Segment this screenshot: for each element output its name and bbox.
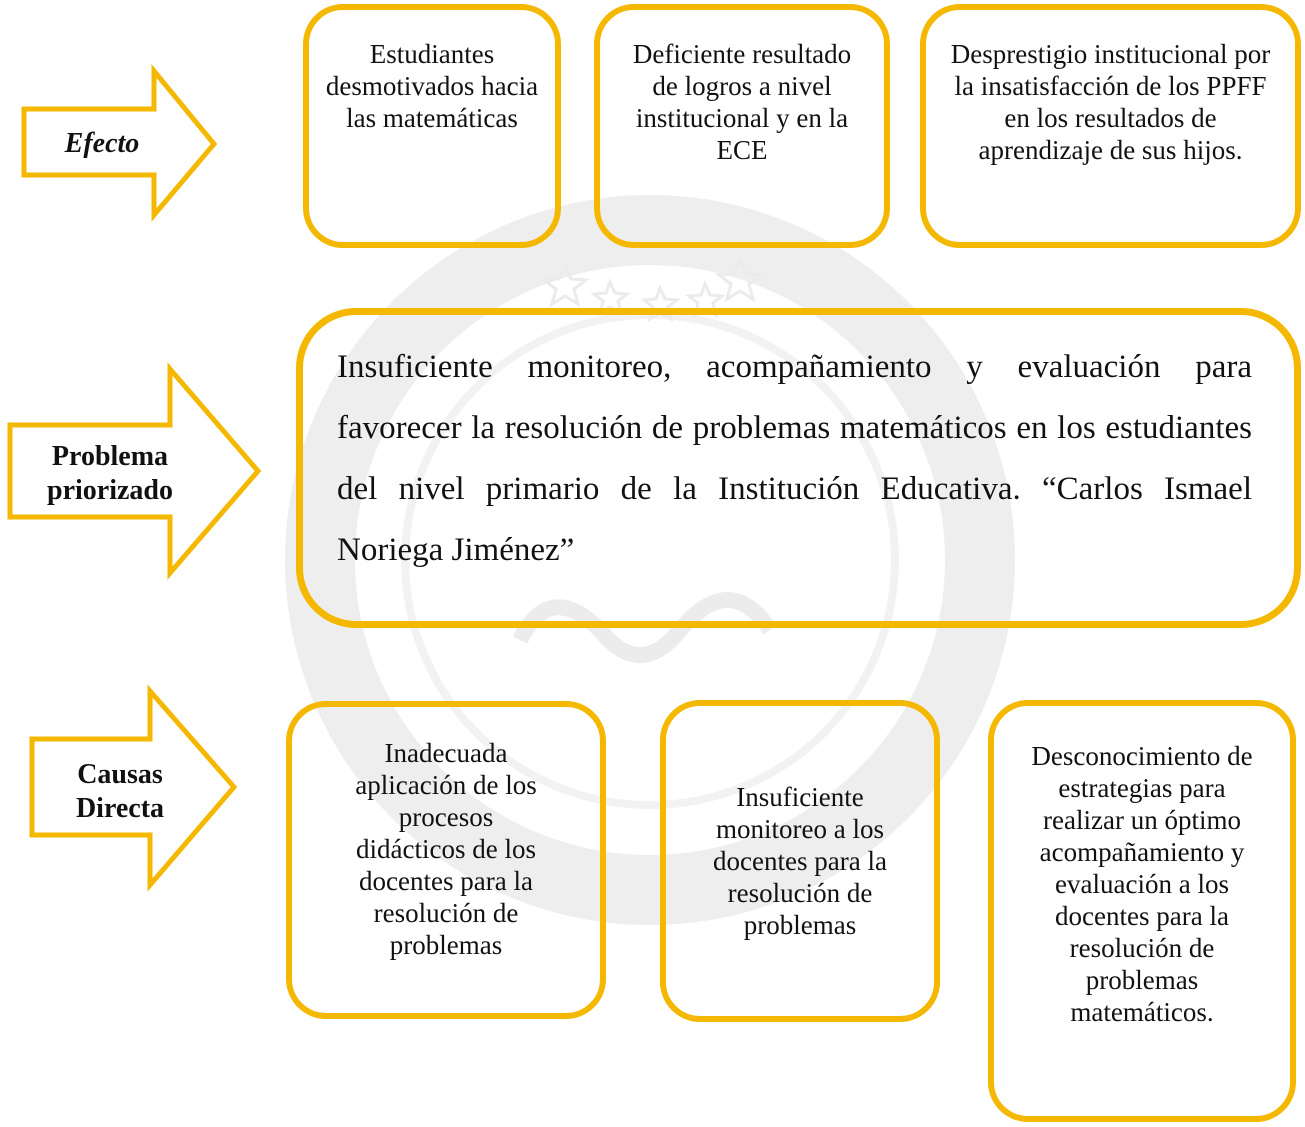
- effect-box-3: Desprestigio institucional por la insati…: [920, 4, 1301, 248]
- cause-box-2: Insuficiente monitoreo a los docentes pa…: [660, 700, 940, 1022]
- problem-box: Insuficiente monitoreo, acompañamiento y…: [296, 308, 1301, 628]
- effect-box-2: Deficiente resultado de logros a nivel i…: [594, 4, 890, 248]
- effect-label-text: Efecto: [64, 128, 140, 159]
- cause-box-1: Inadecuada aplicación de los procesos di…: [286, 701, 606, 1019]
- causes-label: Causas Directa: [46, 754, 194, 830]
- problem-label-line2: priorizado: [47, 475, 173, 506]
- causes-arrow: [29, 684, 238, 892]
- effect-text-1: Estudiantes desmotivados hacia las matem…: [325, 39, 539, 133]
- causes-label-line2: Directa: [75, 793, 165, 824]
- effect-arrow: [21, 64, 218, 222]
- cause-text-1: Inadecuada aplicación de los procesos di…: [355, 738, 537, 960]
- causes-label-line1: Causas: [77, 759, 163, 790]
- cause-text-3: Desconocimiento de estrategias para real…: [1031, 741, 1253, 1027]
- effect-text-3: Desprestigio institucional por la insati…: [950, 39, 1271, 165]
- effect-text-2: Deficiente resultado de logros a nivel i…: [632, 39, 852, 165]
- problem-label-line1: Problema: [51, 441, 169, 472]
- problem-arrow: [7, 362, 262, 580]
- effect-box-1: Estudiantes desmotivados hacia las matem…: [303, 4, 561, 248]
- effect-label: Efecto: [28, 112, 176, 176]
- problem-text: Insuficiente monitoreo, acompañamiento y…: [337, 349, 1252, 568]
- cause-text-2: Insuficiente monitoreo a los docentes pa…: [713, 782, 887, 940]
- problem-label: Problema priorizado: [20, 436, 200, 512]
- cause-box-3: Desconocimiento de estrategias para real…: [988, 700, 1296, 1122]
